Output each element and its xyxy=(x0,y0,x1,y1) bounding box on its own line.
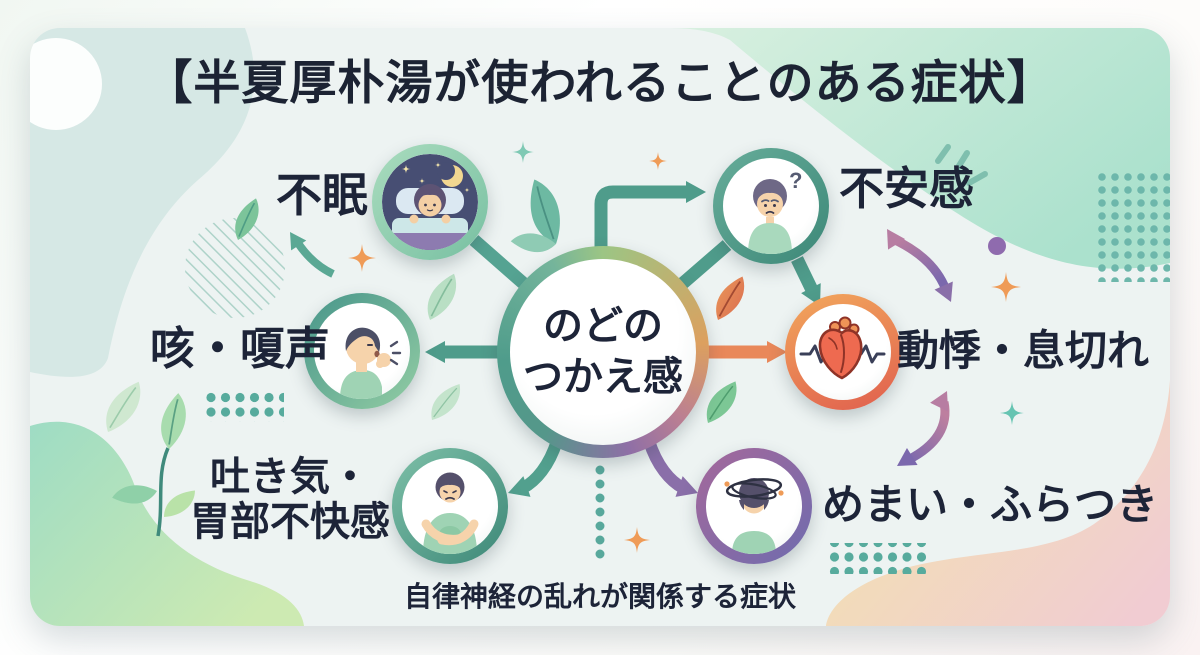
node-dizziness xyxy=(696,448,812,564)
center-gradient-ring: のどの つかえ感 xyxy=(497,246,709,458)
cough-inner xyxy=(314,303,410,399)
dot-grid-top-right xyxy=(1096,168,1170,282)
center-circle: のどの つかえ感 xyxy=(510,259,696,445)
dot-grid-cough xyxy=(202,390,284,422)
blob-top-right xyxy=(670,28,1170,269)
node-center-throat: のどの つかえ感 xyxy=(497,246,709,458)
label-insomnia: 不眠 xyxy=(276,169,368,221)
anxiety-ring: ? xyxy=(713,148,829,264)
bottom-caption: 自律神経の乱れが関係する症状 xyxy=(403,581,796,612)
page-title: 【半夏厚朴湯が使われることのある症状】 xyxy=(145,56,1055,109)
label-cough: 咳・嗄声 xyxy=(150,323,331,374)
nausea-inner xyxy=(402,458,498,554)
label-nausea: 吐き気・ 胃部不快感 xyxy=(190,455,390,544)
stomach-ache-person-icon xyxy=(421,472,479,554)
blob-white-circle xyxy=(30,38,102,130)
center-label: のどの つかえ感 xyxy=(523,303,683,399)
insomnia-inner xyxy=(382,154,478,250)
sleeping-person-icon xyxy=(382,154,478,250)
cough-ring xyxy=(304,293,420,409)
dizzy-head-icon xyxy=(724,478,784,554)
node-nausea xyxy=(392,448,508,564)
insomnia-ring xyxy=(372,144,488,260)
dot-grid-dizziness xyxy=(828,543,926,574)
label-palpitations: 動悸・息切れ xyxy=(897,327,1150,374)
dizziness-inner xyxy=(706,458,802,554)
palpitations-inner xyxy=(795,304,891,400)
blob-bottom-left xyxy=(30,421,304,626)
label-anxiety: 不安感 xyxy=(839,163,975,214)
node-palpitations xyxy=(785,294,901,410)
dizziness-ring xyxy=(696,448,812,564)
coughing-person-icon xyxy=(340,327,402,399)
label-dizziness: めまい・ふらつき xyxy=(822,481,1159,528)
leaf-decoration xyxy=(235,198,259,240)
node-anxiety: ? xyxy=(713,148,829,264)
palpitations-ring xyxy=(785,294,901,410)
nausea-ring xyxy=(392,448,508,564)
node-insomnia xyxy=(372,144,488,260)
background-decorations xyxy=(30,28,1170,626)
blob-bottom-right xyxy=(826,380,1170,626)
worried-person-icon: ? xyxy=(748,168,802,254)
striped-circle-decoration xyxy=(185,218,285,318)
question-mark: ? xyxy=(789,168,802,193)
sprout-decoration xyxy=(112,393,195,537)
node-cough xyxy=(304,293,420,409)
anxiety-inner: ? xyxy=(723,158,819,254)
anatomical-heart-ekg-icon xyxy=(799,316,886,380)
